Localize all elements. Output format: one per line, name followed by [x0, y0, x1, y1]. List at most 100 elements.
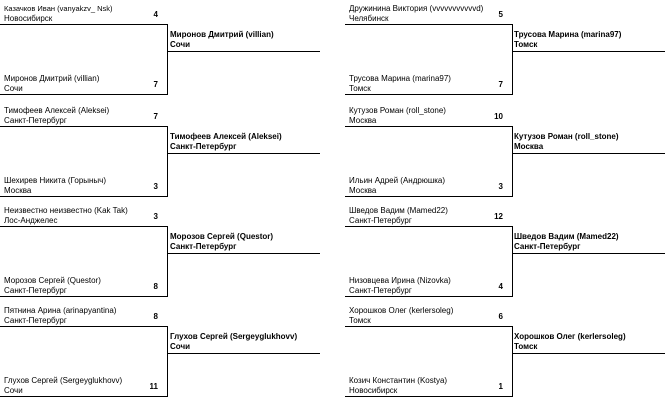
winner-slot: Глухов Сергей (Sergeyglukhovv) Сочи	[168, 332, 320, 354]
player-name: Морозов Сергей (Questor)	[4, 276, 101, 285]
match: Хорошков Олег (kerlersoleg) Томск 6 Хоро…	[345, 306, 665, 406]
player-score: 12	[494, 212, 503, 221]
player-name: Миронов Дмитрий (villian)	[4, 74, 100, 83]
player-score: 10	[494, 112, 503, 121]
winner-city: Санкт-Петербург	[170, 242, 237, 251]
player-name: Кутузов Роман (roll_stone)	[349, 106, 446, 115]
player-city: Санкт-Петербург	[349, 216, 412, 225]
winner-city: Москва	[514, 142, 544, 151]
match: Кутузов Роман (roll_stone) Москва 10 Кут…	[345, 106, 665, 206]
winner-slot: Трусова Марина (marina97) Томск	[513, 30, 665, 52]
player-name: Пятнина Арина (arinapyantina)	[4, 306, 117, 315]
winner-city: Санкт-Петербург	[170, 142, 237, 151]
player-score: 11	[149, 382, 158, 391]
winner-city: Сочи	[170, 40, 191, 49]
player-city: Новосибирск	[349, 386, 398, 395]
player-slot: Морозов Сергей (Questor) Санкт-Петербург…	[0, 276, 168, 297]
winner-slot: Кутузов Роман (roll_stone) Москва	[513, 132, 665, 154]
player-city: Москва	[4, 186, 32, 195]
winner-slot: Морозов Сергей (Questor) Санкт-Петербург	[168, 232, 320, 254]
winner-name: Трусова Марина (marina97)	[514, 30, 622, 39]
winner-slot: Хорошков Олег (kerlersoleg) Томск	[513, 332, 665, 354]
player-score: 8	[153, 312, 158, 321]
player-city: Челябинск	[349, 14, 389, 23]
player-slot: Кутузов Роман (roll_stone) Москва 10	[345, 106, 513, 127]
player-city: Лос-Анджелес	[4, 216, 58, 225]
winner-name: Глухов Сергей (Sergeyglukhovv)	[170, 332, 298, 341]
match: Дружинина Виктория (vvvvvvvvvvvd) Челяби…	[345, 4, 665, 104]
player-name: Низовцева Ирина (Nizovka)	[349, 276, 451, 285]
bracket-connector	[167, 126, 168, 196]
player-slot: Ильин Адрей (Андрюшка) Москва 3	[345, 176, 513, 197]
bracket-left-column: Казачков Иван (vanyakzv_ Nsk) Новосибирс…	[0, 0, 320, 418]
player-score: 7	[153, 112, 158, 121]
player-name: Глухов Сергей (Sergeyglukhovv)	[4, 376, 123, 385]
winner-name: Хорошков Олег (kerlersoleg)	[514, 332, 626, 341]
player-name: Козич Константин (Kostya)	[349, 376, 448, 385]
player-city: Санкт-Петербург	[4, 316, 67, 325]
player-name: Хорошков Олег (kerlersoleg)	[349, 306, 454, 315]
bracket-connector	[512, 126, 513, 196]
player-score: 1	[498, 382, 503, 391]
bracket-connector	[167, 326, 168, 396]
winner-name: Кутузов Роман (roll_stone)	[514, 132, 619, 141]
winner-slot: Тимофеев Алексей (Aleksei) Санкт-Петербу…	[168, 132, 320, 154]
bracket-right-column: Дружинина Виктория (vvvvvvvvvvvd) Челяби…	[345, 0, 665, 418]
player-name: Неизвестно неизвестно (Kak Tak)	[4, 206, 128, 215]
player-name: Шведов Вадим (Mamed22)	[349, 206, 448, 215]
winner-name: Тимофеев Алексей (Aleksei)	[170, 132, 282, 141]
bracket-connector	[167, 226, 168, 296]
player-score: 3	[153, 182, 158, 191]
player-score: 4	[153, 10, 158, 19]
winner-slot: Миронов Дмитрий (villian) Сочи	[168, 30, 320, 52]
player-slot: Неизвестно неизвестно (Kak Tak) Лос-Андж…	[0, 206, 168, 227]
player-score: 4	[498, 282, 503, 291]
winner-city: Томск	[514, 40, 538, 49]
player-city: Санкт-Петербург	[4, 286, 67, 295]
winner-city: Санкт-Петербург	[514, 242, 581, 251]
player-slot: Низовцева Ирина (Nizovka) Санкт-Петербур…	[345, 276, 513, 297]
player-slot: Шехирев Никита (Горыныч) Москва 3	[0, 176, 168, 197]
player-score: 6	[498, 312, 503, 321]
player-city: Новосибирск	[4, 14, 53, 23]
player-city: Сочи	[4, 84, 23, 93]
player-city: Томск	[349, 84, 371, 93]
player-score: 5	[498, 10, 503, 19]
player-city: Томск	[349, 316, 371, 325]
match: Пятнина Арина (arinapyantina) Санкт-Пете…	[0, 306, 320, 406]
player-slot: Миронов Дмитрий (villian) Сочи 7	[0, 74, 168, 95]
winner-city: Сочи	[170, 342, 191, 351]
player-score: 3	[498, 182, 503, 191]
winner-name: Морозов Сергей (Questor)	[170, 232, 274, 241]
player-city: Москва	[349, 186, 377, 195]
bracket-connector	[167, 24, 168, 94]
player-score: 7	[153, 80, 158, 89]
player-name: Трусова Марина (marina97)	[349, 74, 451, 83]
player-name: Тимофеев Алексей (Aleksei)	[4, 106, 110, 115]
player-city: Москва	[349, 116, 377, 125]
player-name: Ильин Адрей (Андрюшка)	[349, 176, 446, 185]
bracket-connector	[512, 226, 513, 296]
match: Шведов Вадим (Mamed22) Санкт-Петербург 1…	[345, 206, 665, 306]
match: Неизвестно неизвестно (Kak Tak) Лос-Андж…	[0, 206, 320, 306]
bracket-connector	[512, 24, 513, 94]
winner-city: Томск	[514, 342, 538, 351]
player-slot: Хорошков Олег (kerlersoleg) Томск 6	[345, 306, 513, 327]
bracket-connector	[512, 326, 513, 396]
player-score: 8	[153, 282, 158, 291]
player-slot: Пятнина Арина (arinapyantina) Санкт-Пете…	[0, 306, 168, 327]
match: Казачков Иван (vanyakzv_ Nsk) Новосибирс…	[0, 4, 320, 104]
match: Тимофеев Алексей (Aleksei) Санкт-Петербу…	[0, 106, 320, 206]
player-slot: Козич Константин (Kostya) Новосибирск 1	[345, 376, 513, 397]
player-slot: Глухов Сергей (Sergeyglukhovv) Сочи 11	[0, 376, 168, 397]
winner-name: Шведов Вадим (Mamed22)	[514, 232, 619, 241]
player-slot: Казачков Иван (vanyakzv_ Nsk) Новосибирс…	[0, 4, 168, 25]
player-score: 3	[153, 212, 158, 221]
player-name: Дружинина Виктория (vvvvvvvvvvvd)	[349, 4, 484, 13]
winner-name: Миронов Дмитрий (villian)	[170, 30, 274, 39]
winner-slot: Шведов Вадим (Mamed22) Санкт-Петербург	[513, 232, 665, 254]
player-slot: Трусова Марина (marina97) Томск 7	[345, 74, 513, 95]
player-slot: Тимофеев Алексей (Aleksei) Санкт-Петербу…	[0, 106, 168, 127]
player-score: 7	[498, 80, 503, 89]
player-slot: Дружинина Виктория (vvvvvvvvvvvd) Челяби…	[345, 4, 513, 25]
